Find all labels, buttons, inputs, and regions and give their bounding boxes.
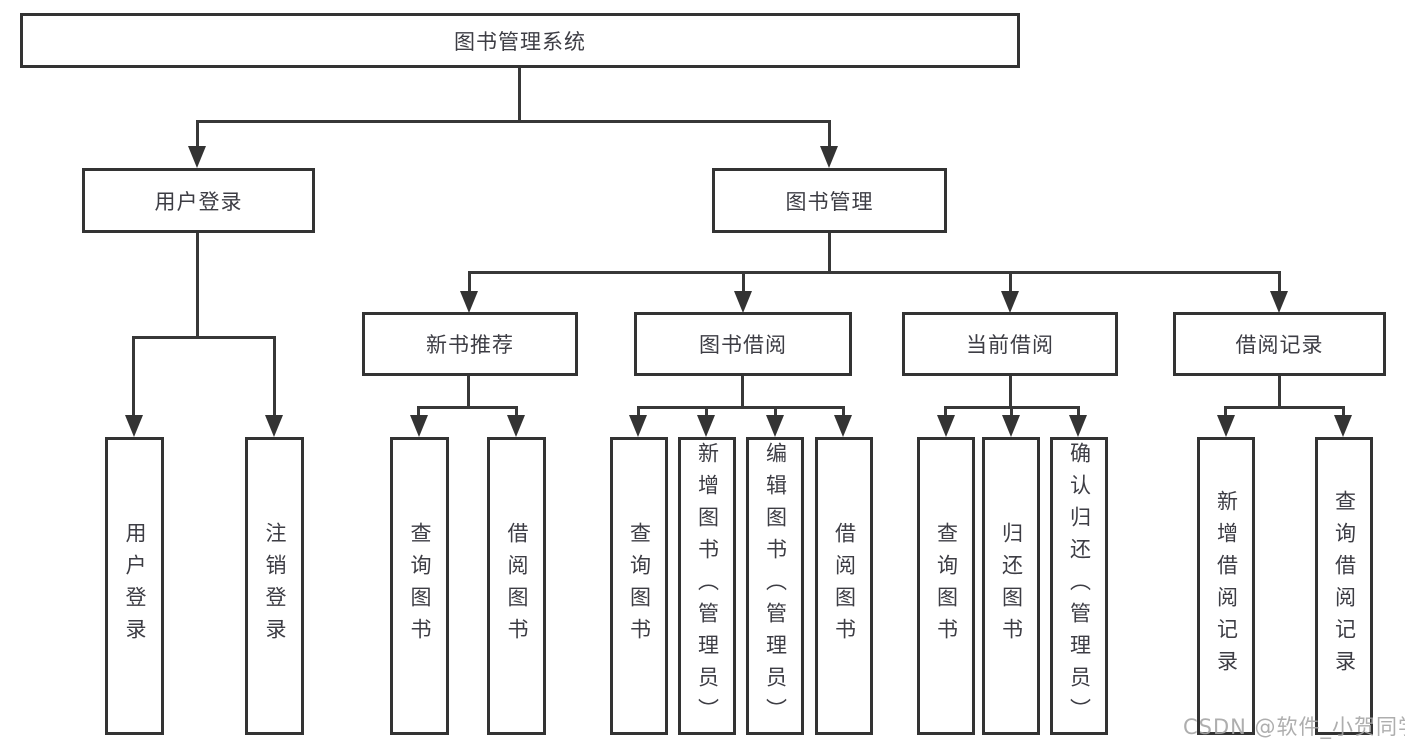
arrow-down-icon xyxy=(265,415,283,437)
leaf-add-books-admin: 新增图书（管理员） xyxy=(678,437,736,735)
arrow-down-icon xyxy=(188,146,206,168)
connector-vline xyxy=(842,406,845,418)
arrow-down-icon xyxy=(820,146,838,168)
connector-vline xyxy=(1278,376,1281,409)
connector-hline xyxy=(1225,406,1345,409)
connector-vline xyxy=(273,336,276,417)
connector-vline xyxy=(741,376,744,409)
connector-hline xyxy=(469,271,1281,274)
csdn-watermark: CSDN @软件_小贺同学 xyxy=(1183,715,1405,739)
leaf-query-books-borrow: 查询图书 xyxy=(610,437,668,735)
arrow-down-icon xyxy=(1334,415,1352,437)
connector-vline xyxy=(774,406,777,418)
connector-hline xyxy=(133,336,275,339)
arrow-down-icon xyxy=(1002,415,1020,437)
leaf-logout: 注销登录 xyxy=(245,437,304,735)
node-new-book-recommend: 新书推荐 xyxy=(362,312,578,376)
node-book-management: 图书管理 xyxy=(712,168,947,233)
arrow-down-icon xyxy=(1270,291,1288,313)
connector-hline xyxy=(197,120,830,123)
leaf-add-borrow-record: 新增借阅记录 xyxy=(1197,437,1255,735)
arrow-down-icon xyxy=(125,415,143,437)
node-library-management-system: 图书管理系统 xyxy=(20,13,1020,68)
connector-vline xyxy=(637,406,640,418)
connector-vline xyxy=(705,406,708,418)
arrow-down-icon xyxy=(629,415,647,437)
node-current-borrow: 当前借阅 xyxy=(902,312,1118,376)
connector-vline xyxy=(196,233,199,338)
connector-vline xyxy=(132,336,135,417)
connector-vline xyxy=(742,271,745,293)
leaf-query-borrow-record: 查询借阅记录 xyxy=(1315,437,1373,735)
arrow-down-icon xyxy=(937,415,955,437)
connector-vline xyxy=(1224,406,1227,418)
connector-vline xyxy=(944,406,947,418)
arrow-down-icon xyxy=(697,415,715,437)
connector-vline xyxy=(467,376,470,409)
arrow-down-icon xyxy=(410,415,428,437)
connector-vline xyxy=(1278,271,1281,293)
connector-vline xyxy=(1077,406,1080,418)
node-user-login: 用户登录 xyxy=(82,168,315,233)
connector-vline xyxy=(468,271,471,293)
leaf-edit-books-admin: 编辑图书（管理员） xyxy=(746,437,804,735)
arrow-down-icon xyxy=(766,415,784,437)
connector-vline xyxy=(417,406,420,418)
arrow-down-icon xyxy=(1069,415,1087,437)
leaf-borrow-books-recommend: 借阅图书 xyxy=(487,437,546,735)
arrow-down-icon xyxy=(834,415,852,437)
connector-vline xyxy=(828,120,831,148)
connector-vline xyxy=(1009,271,1012,293)
node-borrow-records: 借阅记录 xyxy=(1173,312,1386,376)
connector-vline xyxy=(515,406,518,418)
connector-hline xyxy=(637,406,845,409)
leaf-borrow-books: 借阅图书 xyxy=(815,437,873,735)
connector-vline xyxy=(1009,376,1012,409)
leaf-query-books-current: 查询图书 xyxy=(917,437,975,735)
leaf-user-login: 用户登录 xyxy=(105,437,164,735)
connector-vline xyxy=(1342,406,1345,418)
connector-vline xyxy=(518,68,521,121)
arrow-down-icon xyxy=(507,415,525,437)
connector-vline xyxy=(828,233,831,274)
leaf-confirm-return-admin: 确认归还（管理员） xyxy=(1050,437,1108,735)
connector-vline xyxy=(196,120,199,148)
arrow-down-icon xyxy=(1001,291,1019,313)
leaf-query-books-recommend: 查询图书 xyxy=(390,437,449,735)
arrow-down-icon xyxy=(734,291,752,313)
leaf-return-books: 归还图书 xyxy=(982,437,1040,735)
node-book-borrow: 图书借阅 xyxy=(634,312,852,376)
arrow-down-icon xyxy=(460,291,478,313)
connector-vline xyxy=(1010,406,1013,418)
arrow-down-icon xyxy=(1217,415,1235,437)
connector-hline xyxy=(418,406,518,409)
